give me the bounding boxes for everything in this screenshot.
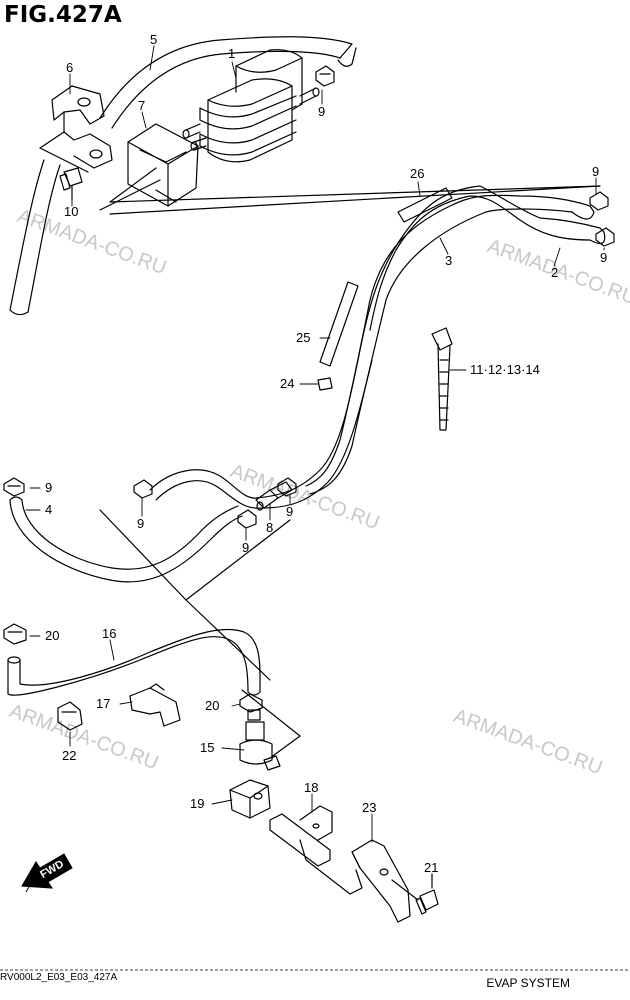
protector-26 — [397, 187, 453, 223]
callout-2: 2 — [551, 265, 558, 280]
callout-21: 21 — [424, 860, 438, 875]
section-name: EVAP SYSTEM — [486, 976, 570, 990]
clamp-9-mid-a — [133, 479, 153, 499]
fwd-arrow-icon: FWD — [21, 853, 73, 893]
clamp-9-mid-b — [237, 509, 257, 529]
callout-26: 26 — [410, 166, 424, 181]
figure-code: RV000L2_E03_E03_427A — [0, 972, 118, 983]
figure-title: FIG.427A — [4, 2, 122, 28]
callout-22: 22 — [62, 748, 76, 763]
bolt-21 — [391, 873, 439, 915]
callout-9: 9 — [286, 504, 293, 519]
valve-15 — [239, 709, 281, 771]
callout-17: 17 — [96, 696, 110, 711]
callout-5: 5 — [150, 32, 157, 47]
canister-1 — [182, 49, 320, 163]
callout-25: 25 — [296, 330, 310, 345]
callout-9: 9 — [318, 104, 325, 119]
callout-15: 15 — [200, 740, 214, 755]
callout-3: 3 — [445, 253, 452, 268]
callout-24: 24 — [280, 376, 294, 391]
bracket-6 — [39, 85, 113, 173]
callout-8: 8 — [266, 520, 273, 535]
bolt-10 — [59, 167, 83, 201]
callout-9: 9 — [45, 480, 52, 495]
callout-23: 23 — [362, 800, 376, 815]
callout-19: 19 — [190, 796, 204, 811]
callout-7: 7 — [138, 98, 145, 113]
callout-20: 20 — [45, 628, 59, 643]
callout-4: 4 — [45, 502, 52, 517]
hose-16 — [7, 628, 261, 696]
bracket-18 — [269, 805, 363, 895]
clamp-9-right-b — [595, 227, 615, 247]
cover-7 — [99, 123, 199, 211]
clamp-9-top — [315, 65, 335, 87]
callout-11-12-13-14: 11·12·13·14 — [470, 362, 540, 377]
clamp-9-left — [3, 477, 25, 497]
clamp-20-right — [239, 693, 263, 713]
hose-connector — [149, 469, 263, 509]
clamp-20-left — [3, 623, 27, 645]
leader-lines — [25, 45, 605, 881]
callout-20: 20 — [205, 698, 219, 713]
callout-9: 9 — [600, 250, 607, 265]
clamp-9-mid-c — [277, 477, 297, 497]
callout-16: 16 — [102, 626, 116, 641]
callout-9: 9 — [137, 516, 144, 531]
bracket-23 — [351, 839, 411, 923]
callout-1: 1 — [228, 46, 235, 61]
cap-24 — [317, 377, 333, 391]
callout-9: 9 — [242, 540, 249, 555]
protector-25 — [319, 281, 359, 367]
hose-2 — [255, 185, 606, 509]
holder-22 — [57, 701, 83, 731]
callout-9: 9 — [592, 164, 599, 179]
clamp-tie-11 — [431, 327, 453, 431]
clamp-9-right-a — [589, 191, 609, 211]
callout-10: 10 — [64, 204, 78, 219]
callout-18: 18 — [304, 780, 318, 795]
hose-5 — [9, 36, 357, 316]
hose-3 — [305, 194, 595, 495]
ref-line-dashed — [185, 599, 301, 759]
callout-6: 6 — [66, 60, 73, 75]
clamp-17 — [129, 683, 181, 727]
callout-labels: 1 2 3 4 5 6 7 8 9 9 9 9 9 9 9 10 11·12·1… — [45, 32, 607, 875]
reference-lines — [109, 167, 601, 215]
bracket-19 — [229, 779, 271, 819]
